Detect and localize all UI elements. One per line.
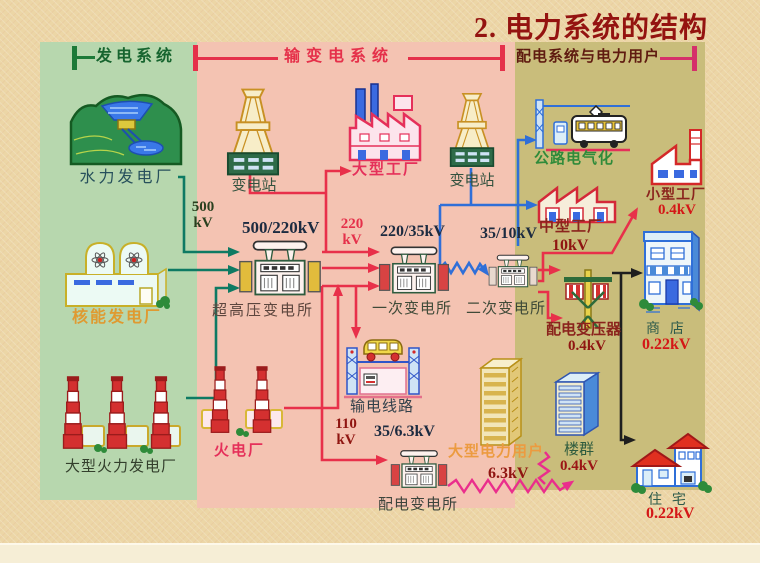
large-thermal-plant-illustration (62, 376, 181, 454)
kv220-label: 220 kV (340, 216, 364, 249)
small-factory-voltage: 0.4kV (658, 202, 696, 218)
apartment-blocks-voltage: 0.4kV (560, 458, 598, 474)
dist-rating: 35/6.3kV (374, 423, 435, 440)
apartment-blocks-illustration (553, 371, 601, 437)
apartment-blocks-label: 楼群 (563, 441, 594, 458)
transmission-line-label: 输电线路 (350, 398, 415, 415)
transmission-rule-left (198, 57, 278, 60)
transmission-tick-left (193, 45, 198, 71)
generation-rule (77, 56, 95, 59)
medium-factory-voltage: 10kV (552, 237, 589, 254)
substation2-label: 变电站 (449, 172, 495, 189)
substation1-label: 变电站 (231, 177, 277, 194)
transmission-header: 输变电系统 (284, 48, 395, 65)
thermal-plant-illustration (201, 366, 283, 437)
large-factory-illustration (348, 83, 422, 162)
lv-lines (612, 268, 643, 445)
distribution-substation-illustration (390, 442, 448, 496)
secondary-substation-label: 二次变电所 (466, 300, 547, 317)
distribution-rule (660, 57, 692, 60)
small-factory-illustration (650, 129, 703, 186)
shop-voltage: 0.22kV (642, 336, 691, 353)
transmission-rule-right (408, 57, 500, 60)
user-lines (447, 451, 575, 495)
distribution-tick (692, 46, 697, 71)
road-electrification-label: 公路电气化 (534, 150, 615, 167)
bottom-strip (0, 543, 760, 563)
nuclear-plant-label: 核能发电厂 (72, 309, 163, 326)
thermal-plant-label: 火电厂 (214, 442, 266, 459)
shop-illustration (639, 230, 703, 313)
primary-rating: 220/35kV (380, 223, 445, 240)
pole-transformer-illustration (564, 269, 612, 329)
primary-substation-label: 一次变电所 (372, 300, 453, 317)
medium-factory-illustration (537, 185, 617, 224)
medium-factory-label: 中型工厂 (539, 218, 604, 235)
pole-transformer-voltage: 0.4kV (568, 338, 606, 354)
substation2-illustration (449, 90, 495, 170)
nuclear-plant-illustration (65, 241, 170, 309)
large-user-voltage: 6.3kV (488, 465, 529, 482)
trolleybus-illustration (535, 99, 630, 152)
secondary-rating: 35/10kV (480, 225, 537, 242)
shop-label: 商 店 (646, 320, 687, 336)
small-factory-label: 小型工厂 (646, 186, 706, 202)
uhv-substation-label: 超高压变电所 (212, 302, 315, 319)
house-voltage: 0.22kV (646, 505, 695, 522)
atom-icon (91, 252, 109, 268)
substation1-illustration (226, 86, 280, 178)
secondary-substation-illustration (488, 242, 538, 300)
kv110-label: 110 kV (335, 416, 357, 449)
primary-substation-illustration (378, 240, 450, 300)
large-factory-label: 大型工厂 (352, 161, 421, 178)
hv-lines (248, 166, 638, 465)
generation-header: 发电系统 (96, 48, 177, 65)
pole-transformer-label: 配电变压器 (546, 321, 622, 338)
large-thermal-plant-label: 大型火力发电厂 (64, 458, 177, 475)
highrise-illustration (478, 357, 524, 447)
house-illustration (629, 432, 712, 494)
house-label: 住 宅 (648, 491, 689, 507)
generation-tick (72, 46, 77, 70)
kv500-label: 500 kV (191, 199, 215, 232)
hydro-plant-illustration (69, 93, 183, 166)
generation-lines (168, 175, 240, 400)
uhv-substation-illustration (238, 236, 322, 300)
distribution-substation-label: 配电变电所 (378, 496, 459, 513)
page-title: 2. 电力系统的结构 (473, 13, 708, 44)
atom-icon (125, 252, 143, 268)
transmission-line-illustration (344, 339, 422, 399)
distribution-header: 配电系统与电力用户 (516, 48, 661, 65)
large-user-label: 大型电力用户 (448, 443, 545, 460)
transmission-tick-right (500, 45, 505, 71)
hydro-plant-label: 水力发电厂 (79, 169, 175, 186)
uhv-rating: 500/220kV (242, 218, 320, 237)
